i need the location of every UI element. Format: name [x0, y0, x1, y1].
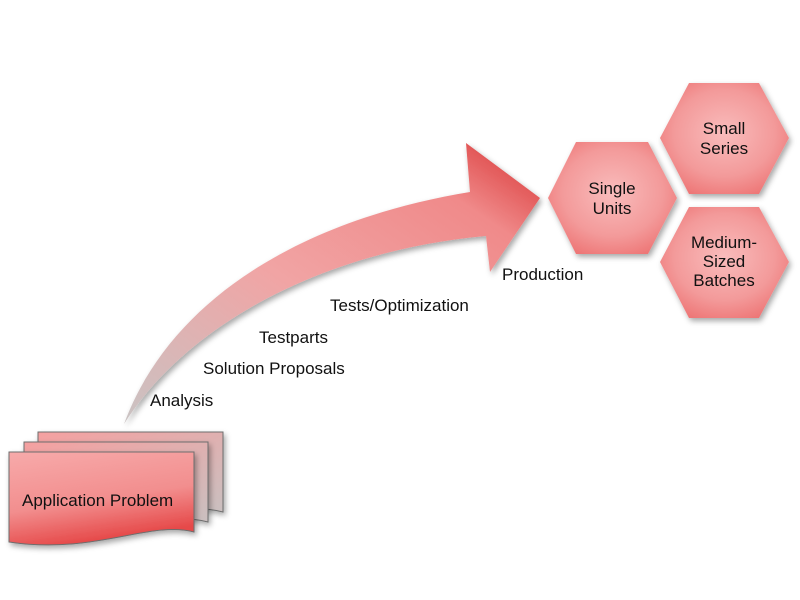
progress-arrow [124, 143, 540, 424]
hexagon-single-units: Single Units [548, 142, 677, 254]
step-production-label: Production [502, 265, 583, 284]
step-solution-proposals-label: Solution Proposals [203, 359, 345, 378]
document-front [8, 451, 195, 546]
step-tests-optimization-label: Tests/Optimization [330, 296, 469, 315]
hexagon-medium-sized-batches-line-2: Sized [703, 252, 746, 271]
hexagon-single-units-line-2: Units [593, 199, 632, 218]
hexagon-medium-sized-batches: Medium- Sized Batches [660, 207, 789, 318]
hexagon-small-series-line-2: Series [700, 139, 748, 158]
step-testparts-label: Testparts [259, 328, 328, 347]
step-analysis-label: Analysis [150, 391, 213, 410]
hexagon-medium-sized-batches-line-1: Medium- [691, 233, 757, 252]
application-problem-document: Application Problem [8, 431, 224, 546]
hexagon-medium-sized-batches-line-3: Batches [693, 271, 754, 290]
hexagon-single-units-line-1: Single [588, 179, 635, 198]
hexagon-small-series-line-1: Small [703, 119, 746, 138]
document-label: Application Problem [22, 491, 173, 510]
hexagon-small-series: Small Series [660, 83, 789, 194]
